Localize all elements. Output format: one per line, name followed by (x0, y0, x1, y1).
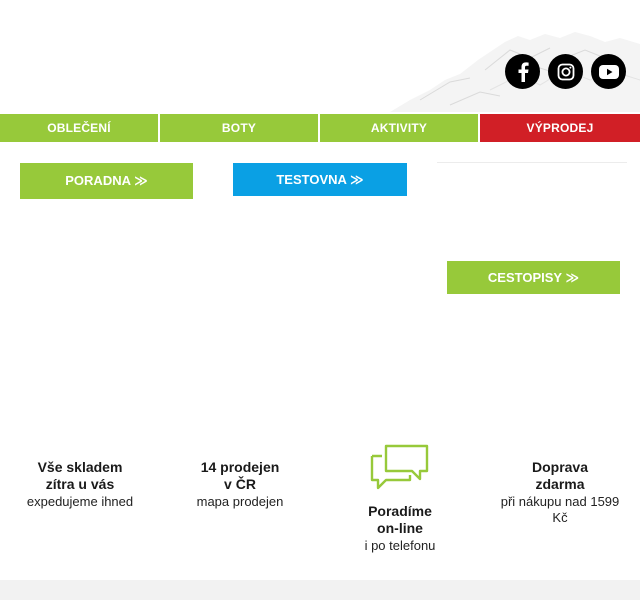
cestopisy-button[interactable]: CESTOPISY ≫ (447, 261, 620, 294)
feature-title: 14 prodejen (200, 459, 280, 475)
nav-item-vyprodej[interactable]: VÝPRODEJ (480, 114, 640, 142)
nav-item-aktivity[interactable]: AKTIVITY (320, 114, 480, 142)
feature-title: on-line (377, 520, 423, 536)
instagram-icon[interactable] (548, 54, 583, 89)
footer (0, 580, 640, 600)
youtube-icon[interactable] (591, 54, 626, 89)
features-section: Vše skladem zítra u vás expedujeme ihned… (0, 440, 640, 560)
chat-bubbles-icon (370, 444, 429, 490)
feature-stock: Vše skladem zítra u vás expedujeme ihned (0, 459, 160, 510)
feature-subtitle: i po telefonu (364, 538, 436, 553)
feature-advice: Poradíme on-line i po telefonu (320, 444, 480, 554)
testovna-button[interactable]: TESTOVNA ≫ (233, 163, 407, 196)
nav-item-boty[interactable]: BOTY (160, 114, 320, 142)
feature-free-shipping: Doprava zdarma při nákupu nad 1599 Kč (480, 459, 640, 526)
feature-stores: 14 prodejen v ČR mapa prodejen (160, 459, 320, 510)
feature-subtitle: expedujeme ihned (26, 494, 134, 509)
feature-title: Poradíme (368, 503, 432, 519)
feature-title: v ČR (224, 476, 256, 492)
divider (437, 162, 627, 163)
feature-subtitle: při nákupu nad 1599 Kč (500, 494, 620, 525)
header (0, 0, 640, 112)
nav-item-obleceni[interactable]: OBLEČENÍ (0, 114, 160, 142)
poradna-button[interactable]: PORADNA ≫ (20, 163, 193, 199)
store-map-link[interactable]: mapa prodejen (196, 494, 284, 509)
feature-title: Doprava (531, 459, 589, 475)
feature-title: zdarma (535, 476, 585, 492)
feature-title: Vše skladem (37, 459, 123, 475)
main-navigation: OBLEČENÍ BOTY AKTIVITY VÝPRODEJ (0, 114, 640, 142)
facebook-icon[interactable] (505, 54, 540, 89)
feature-title: zítra u vás (45, 476, 115, 492)
